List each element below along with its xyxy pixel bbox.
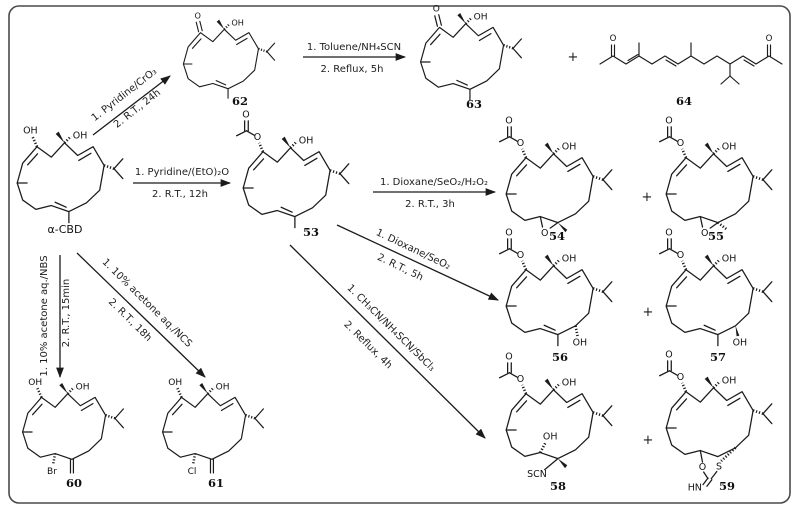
- structure-60: Br: [21, 376, 125, 477]
- hydroxyl-label: OH: [573, 338, 588, 349]
- sulfur-label: S: [716, 461, 722, 472]
- reagent-step2: 2. Reflux, 5h: [321, 64, 384, 75]
- compound-label-55: 55: [708, 229, 724, 243]
- thiocyanate-group: OH SCN: [527, 431, 568, 480]
- arrow-62-to-63: 1. Toluene/NH₄SCN 2. Reflux, 5h: [303, 42, 407, 75]
- reagent-step2: 2. R.T., 3h: [405, 199, 455, 210]
- plus-sign-63-64: +: [568, 50, 579, 65]
- reagent-step1: 1. Toluene/NH₄SCN: [307, 42, 401, 53]
- structure-55: O: [658, 114, 774, 239]
- reagent-step1: 1. Pyridine/(EtO)₂O: [135, 167, 229, 178]
- oxygen-label: O: [610, 34, 617, 44]
- structure-54: O: [498, 114, 614, 239]
- plus-sign-58-59: +: [643, 433, 654, 448]
- compound-label-alpha-cbd: α-CBD: [48, 223, 83, 236]
- reagent-step2: 2. R.T., 12h: [152, 189, 208, 200]
- compound-label-64: 64: [676, 94, 692, 108]
- reagent-step1: 1. 10% acetone aq./NBS: [39, 255, 50, 376]
- reagent-step2: 2. R.T., 15min: [61, 279, 72, 348]
- hydroxyl-label: OH: [733, 338, 748, 349]
- arrow-cbd-to-60: 1. 10% acetone aq./NBS 2. R.T., 15min: [39, 255, 72, 379]
- epoxide-group: O: [539, 215, 568, 239]
- structure-61: Cl: [161, 376, 265, 477]
- oxygen-label: O: [766, 34, 773, 44]
- compound-label-56: 56: [552, 350, 568, 364]
- structure-59: O S HN: [658, 348, 774, 494]
- oxygen-label: O: [699, 462, 706, 473]
- inner-hydroxyl-label: OH: [543, 431, 558, 442]
- chlorine-label: Cl: [188, 467, 197, 477]
- structure-56: OH: [498, 226, 614, 349]
- compound-label-54: 54: [549, 229, 565, 243]
- epoxide-oxygen-label: O: [701, 228, 708, 239]
- chloro-methylene-group: Cl: [188, 453, 215, 477]
- compound-label-60: 60: [66, 476, 82, 490]
- compound-label-61: 61: [208, 476, 224, 490]
- compound-label-59: 59: [719, 479, 735, 493]
- bromine-label: Br: [47, 467, 57, 477]
- reagent-step1: 1. Dioxane/SeO₂/H₂O₂: [380, 177, 488, 188]
- oxathiolane-imine-group: O S HN: [688, 446, 737, 494]
- bottom-hydroxyl-group: OH: [573, 325, 588, 349]
- compound-label-63: 63: [466, 97, 482, 111]
- compound-label-58: 58: [550, 479, 566, 493]
- imine-label: HN: [688, 483, 702, 494]
- arrow-cbd-to-53: 1. Pyridine/(EtO)₂O 2. R.T., 12h: [133, 167, 232, 200]
- structure-64: O O: [599, 34, 783, 85]
- compound-label-57: 57: [710, 350, 726, 364]
- bottom-hydroxyl-group: OH: [733, 325, 748, 349]
- bromo-methylene-group: Br: [47, 453, 75, 477]
- epoxide-group: O: [699, 215, 729, 239]
- plus-sign-54-55: +: [642, 190, 653, 205]
- arrow-53-to-54-55: 1. Dioxane/SeO₂/H₂O₂ 2. R.T., 3h: [373, 177, 497, 210]
- compound-label-53: 53: [303, 225, 319, 239]
- compound-label-62: 62: [232, 94, 248, 108]
- plus-sign-56-57: +: [643, 305, 654, 320]
- structure-58: OH SCN: [498, 350, 614, 480]
- thiocyanate-label: SCN: [527, 469, 547, 480]
- epoxide-oxygen-label: O: [541, 228, 548, 239]
- structure-57: OH: [658, 226, 774, 349]
